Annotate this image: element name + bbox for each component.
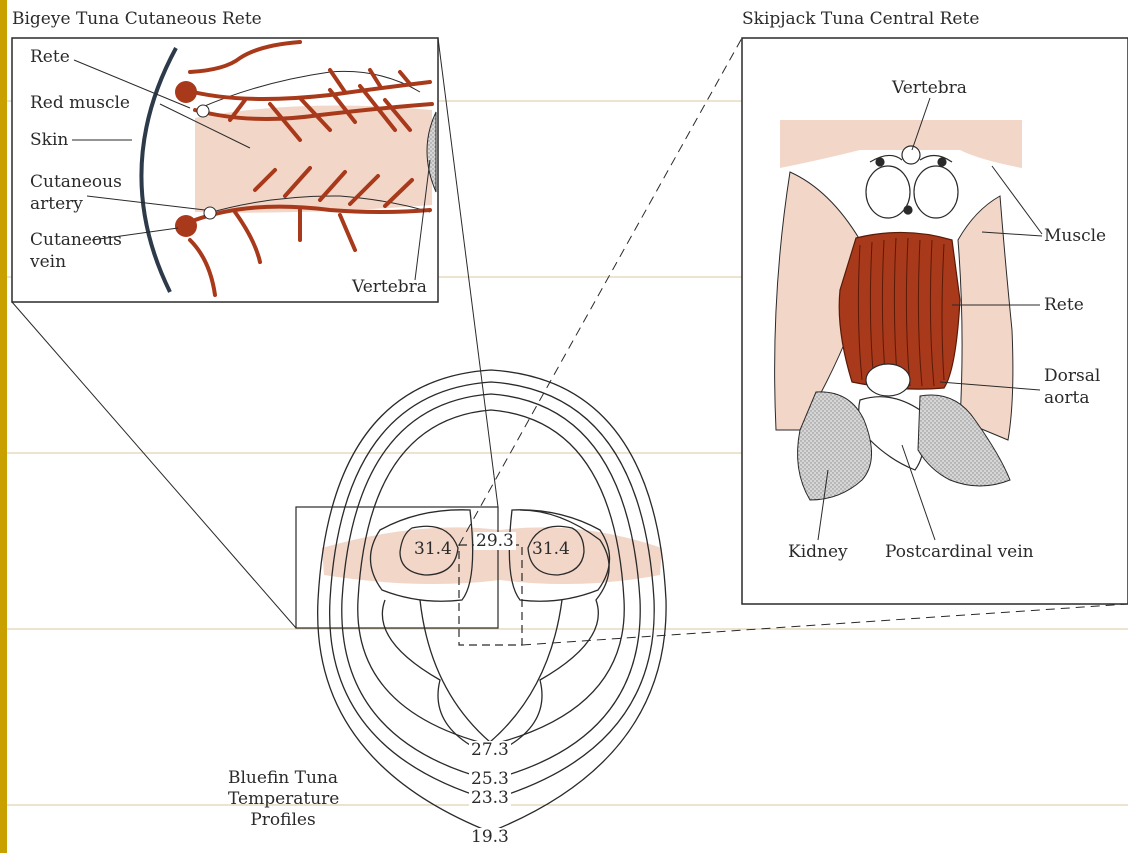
isotherm-label-27-3: 27.3 (469, 741, 511, 759)
label-cutaneous-vein-2: vein (30, 252, 66, 272)
skipjack-title: Skipjack Tuna Central Rete (742, 9, 979, 29)
caption-line-2: Temperature (228, 789, 338, 810)
label-vertebra-left: Vertebra (352, 277, 427, 297)
isotherm-label-25-3: 25.3 (469, 770, 511, 788)
isotherm-19-3 (318, 370, 666, 832)
cutaneous-artery-upper (197, 105, 209, 117)
cutaneous-vein-upper (175, 81, 197, 103)
isotherm-label-19-3: 19.3 (469, 828, 511, 846)
bluefin-cross-section (318, 370, 666, 832)
label-rete-left: Rete (30, 47, 70, 67)
label-vertebra-right: Vertebra (892, 78, 967, 98)
label-postcardinal-vein: Postcardinal vein (885, 542, 1034, 562)
label-red-muscle: Red muscle (30, 93, 130, 113)
bigeye-title: Bigeye Tuna Cutaneous Rete (12, 9, 262, 29)
isotherm-label-29-3: 29.3 (474, 532, 516, 550)
label-muscle: Muscle (1044, 226, 1106, 246)
label-dorsal-aorta-1: Dorsal (1044, 366, 1100, 386)
dorsal-aorta-shape (866, 364, 910, 396)
label-skin: Skin (30, 130, 68, 150)
label-cutaneous-artery-1: Cutaneous (30, 172, 122, 192)
caption-line-3: Profiles (228, 810, 338, 831)
isotherm-label-23-3: 23.3 (469, 789, 511, 807)
isotherm-label-31-4-left: 31.4 (412, 540, 454, 558)
cutaneous-artery-lower (204, 207, 216, 219)
isotherm-23-3 (330, 382, 655, 800)
label-cutaneous-vein-1: Cutaneous (30, 230, 122, 250)
caption-line-1: Bluefin Tuna (228, 768, 338, 789)
label-cutaneous-artery-2: artery (30, 194, 83, 214)
label-rete-right: Rete (1044, 295, 1084, 315)
isotherm-label-31-4-right: 31.4 (530, 540, 572, 558)
skipjack-inset (742, 38, 1128, 604)
cutaneous-vein-lower (175, 215, 197, 237)
cross-section-caption: Bluefin Tuna Temperature Profiles (228, 768, 338, 831)
bigeye-inset (12, 38, 438, 302)
label-kidney: Kidney (788, 542, 848, 562)
label-dorsal-aorta-2: aorta (1044, 388, 1089, 408)
left-border-strip (0, 0, 7, 853)
